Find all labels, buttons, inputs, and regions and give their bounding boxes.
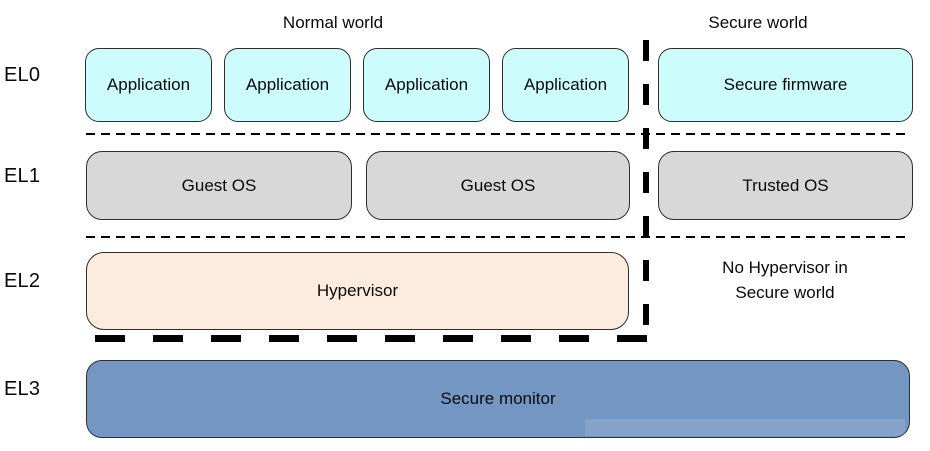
secure-firmware-box: Secure firmware xyxy=(658,48,913,122)
el0-el1-divider xyxy=(86,133,905,135)
application-box-3: Application xyxy=(363,48,490,122)
application-box-4: Application xyxy=(502,48,629,122)
no-hypervisor-note: No Hypervisor in Secure world xyxy=(660,255,910,305)
normal-world-header: Normal world xyxy=(282,13,384,32)
trusted-os-box: Trusted OS xyxy=(658,151,913,220)
el1-label: EL1 xyxy=(4,165,41,187)
no-hypervisor-note-line1: No Hypervisor in xyxy=(722,258,848,277)
el2-el3-boundary-line xyxy=(95,335,648,342)
el0-label: EL0 xyxy=(4,64,41,86)
hypervisor-box: Hypervisor xyxy=(86,252,629,330)
application-box-1: Application xyxy=(85,48,212,122)
el3-label: EL3 xyxy=(4,378,41,400)
el1-el2-divider xyxy=(86,236,905,238)
world-separator-line xyxy=(643,40,649,337)
el2-label: EL2 xyxy=(4,270,41,292)
secure-monitor-box: Secure monitor xyxy=(86,360,910,438)
secure-world-header: Secure world xyxy=(708,13,808,32)
no-hypervisor-note-line2: Secure world xyxy=(735,283,835,302)
guest-os-box-2: Guest OS xyxy=(366,151,630,220)
application-box-2: Application xyxy=(224,48,351,122)
guest-os-box-1: Guest OS xyxy=(86,151,352,220)
